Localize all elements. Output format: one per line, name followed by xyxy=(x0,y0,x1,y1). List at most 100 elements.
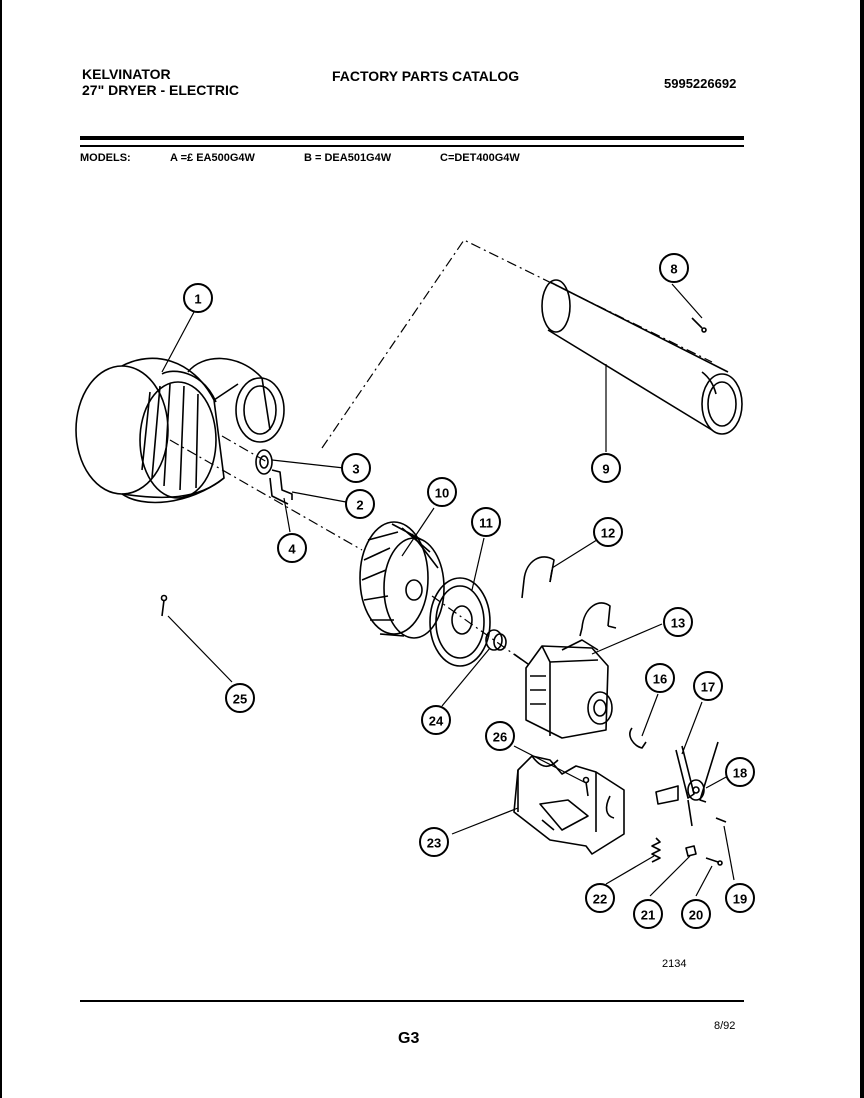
callout-number: 2 xyxy=(356,498,363,513)
callout-number: 1 xyxy=(194,292,201,307)
callout-circle xyxy=(659,253,689,283)
callout-circle xyxy=(345,489,375,519)
model-b: B = DEA501G4W xyxy=(304,152,392,164)
spring-clip-part xyxy=(629,727,647,749)
idler-arm-part xyxy=(655,741,719,827)
duct-screw-part xyxy=(691,317,707,333)
callout-23: 23 xyxy=(419,827,449,857)
callout-12: 12 xyxy=(593,517,623,547)
bracket-clip-part xyxy=(685,845,697,857)
seal-part xyxy=(255,449,273,475)
callout-circle xyxy=(419,827,449,857)
callout-19: 19 xyxy=(725,883,755,913)
callout-circle xyxy=(225,683,255,713)
callout-3: 3 xyxy=(341,453,371,483)
header-rule-thin xyxy=(80,145,744,147)
callout-number: 26 xyxy=(493,730,507,745)
callout-26: 26 xyxy=(485,721,515,751)
callout-13: 13 xyxy=(663,607,693,637)
callout-circle xyxy=(593,517,623,547)
callout-20: 20 xyxy=(681,899,711,929)
callout-circle xyxy=(277,533,307,563)
callout-circle xyxy=(421,705,451,735)
idler-spring-part xyxy=(651,837,661,863)
callout-number: 16 xyxy=(653,672,667,687)
callout-circle xyxy=(645,663,675,693)
callout-number: 3 xyxy=(352,462,359,477)
clip-part xyxy=(271,469,293,500)
callout-number: 19 xyxy=(733,892,747,907)
alignment-lines xyxy=(169,239,713,661)
callout-8: 8 xyxy=(659,253,689,283)
footer-rule xyxy=(80,1000,744,1002)
callout-number: 18 xyxy=(733,766,747,781)
page-code: G3 xyxy=(398,1030,420,1047)
callout-circle xyxy=(591,453,621,483)
callout-number: 12 xyxy=(601,526,615,541)
callout-number: 25 xyxy=(233,692,247,707)
idler-screw-part xyxy=(715,817,727,823)
callout-number: 9 xyxy=(602,462,609,477)
callout-number: 13 xyxy=(671,616,685,631)
callout-circle xyxy=(693,671,723,701)
blower-housing-part xyxy=(75,357,285,504)
callout-circle xyxy=(427,477,457,507)
brand-name: KELVINATOR xyxy=(82,66,171,82)
callout-number: 8 xyxy=(670,262,677,277)
callout-16: 16 xyxy=(645,663,675,693)
callout-25: 25 xyxy=(225,683,255,713)
callout-number: 21 xyxy=(641,908,655,923)
models-label: MODELS: xyxy=(80,152,131,164)
callout-circle xyxy=(183,283,213,313)
callout-circle xyxy=(663,607,693,637)
callout-circle xyxy=(485,721,515,751)
callout-number: 24 xyxy=(429,714,444,729)
mount-screw-part xyxy=(582,776,590,797)
motor-mount-part xyxy=(513,755,625,855)
callout-17: 17 xyxy=(693,671,723,701)
revision-date: 8/92 xyxy=(714,1020,736,1032)
callout-circle xyxy=(341,453,371,483)
catalog-title: FACTORY PARTS CATALOG xyxy=(332,68,520,84)
callout-2: 2 xyxy=(345,489,375,519)
motor-clip-part xyxy=(521,556,617,637)
drive-motor-part xyxy=(513,639,613,739)
brand-block: KELVINATOR 27" DRYER - ELECTRIC xyxy=(82,66,239,98)
housing-screw-part xyxy=(160,594,168,617)
callout-number: 22 xyxy=(593,892,607,907)
callout-18: 18 xyxy=(725,757,755,787)
callout-11: 11 xyxy=(471,507,501,537)
blower-wheel-part xyxy=(359,521,445,639)
catalog-number: 5995226692 xyxy=(664,76,737,91)
callout-9: 9 xyxy=(591,453,621,483)
product-name: 27" DRYER - ELECTRIC xyxy=(82,82,240,98)
callout-number: 11 xyxy=(479,516,493,531)
callout-number: 17 xyxy=(701,680,715,695)
callout-10: 10 xyxy=(427,477,457,507)
idler-pulley-part xyxy=(687,779,705,801)
drawing-number: 2134 xyxy=(662,958,687,970)
pin-part xyxy=(705,857,723,866)
model-c: C=DET400G4W xyxy=(440,152,520,164)
callout-21: 21 xyxy=(633,899,663,929)
blower-disc-part xyxy=(429,577,491,667)
callout-circle xyxy=(633,899,663,929)
callout-number: 23 xyxy=(427,836,441,851)
washer-part xyxy=(485,629,507,651)
callout-4: 4 xyxy=(277,533,307,563)
callout-22: 22 xyxy=(585,883,615,913)
callout-1: 1 xyxy=(183,283,213,313)
exhaust-duct-part xyxy=(541,279,743,435)
callout-number: 10 xyxy=(435,486,449,501)
callout-circle xyxy=(471,507,501,537)
callout-number: 4 xyxy=(288,542,296,557)
callout-24: 24 xyxy=(421,705,451,735)
callout-circle xyxy=(725,757,755,787)
leader-lines xyxy=(161,283,735,897)
callout-circle xyxy=(725,883,755,913)
callout-number: 20 xyxy=(689,908,703,923)
